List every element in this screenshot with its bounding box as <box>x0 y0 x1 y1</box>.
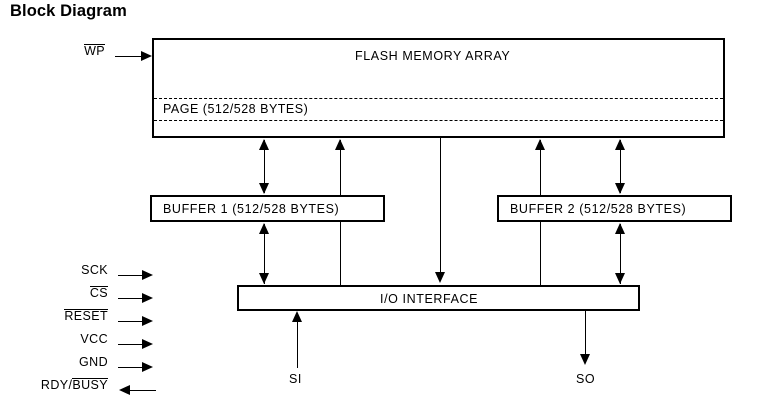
signal-label-vcc: VCC <box>10 332 108 346</box>
flash-buffer1-biarrow-down-head <box>258 183 269 194</box>
buffer2-box <box>497 195 732 222</box>
page-title: Block Diagram <box>10 2 127 20</box>
flash-buffer2-biarrow-line <box>620 140 621 193</box>
signal-label-reset: RESET <box>10 309 108 324</box>
page-region-label: PAGE (512/528 BYTES) <box>163 102 309 116</box>
signal-label-gnd: GND <box>10 355 108 369</box>
rdy-busy-wire <box>130 390 156 391</box>
signal-text-sck: SCK <box>81 263 108 277</box>
gnd-arrowhead <box>142 361 153 372</box>
signal-text-busy: BUSY <box>72 378 108 392</box>
buffer2-io-biarrow-up-head <box>614 223 625 234</box>
flash-buffer2-biarrow-down-head <box>614 183 625 194</box>
wp-wire <box>115 56 142 57</box>
si-arrowhead <box>291 311 302 322</box>
signal-text-gnd: GND <box>79 355 108 369</box>
signal-label-cs: CS <box>10 286 108 301</box>
buffer1-io-biarrow-up-head <box>258 223 269 234</box>
reset-arrowhead <box>142 315 153 326</box>
buffer2-io-biarrow-line <box>620 224 621 284</box>
signal-label-rdy-busy: RDY/BUSY <box>2 378 108 393</box>
rdy-busy-arrowhead <box>119 384 130 395</box>
buffer1-to-flash-line <box>340 140 341 195</box>
signal-text-vcc: VCC <box>80 332 108 346</box>
buffer2-label: BUFFER 2 (512/528 BYTES) <box>510 202 687 216</box>
flash-memory-array-label: FLASH MEMORY ARRAY <box>355 49 511 63</box>
vcc-arrowhead <box>142 338 153 349</box>
reset-wire <box>118 321 143 322</box>
buffer1-to-flash-arrowhead <box>334 139 345 150</box>
io-interface-label: I/O INTERFACE <box>380 292 479 306</box>
signal-label-si: SI <box>289 372 303 386</box>
signal-label-wp: WP <box>60 44 105 59</box>
signal-text-cs: CS <box>89 286 108 300</box>
buffer1-label: BUFFER 1 (512/528 BYTES) <box>163 202 340 216</box>
buffer1-box <box>150 195 385 222</box>
flash-buffer1-biarrow-line <box>264 140 265 193</box>
so-wire <box>585 311 586 355</box>
buffer1-io-biarrow-line <box>264 224 265 284</box>
signal-text-reset: RESET <box>64 309 108 323</box>
signal-text-rdy: RDY/ <box>40 378 73 392</box>
cs-wire <box>118 298 143 299</box>
sck-wire <box>118 275 143 276</box>
flash-buffer2-biarrow-up-head <box>614 139 625 150</box>
cs-arrowhead <box>142 292 153 303</box>
buffer1-io-plain-line <box>340 222 341 285</box>
signal-label-so: SO <box>576 372 596 386</box>
io-interface-box <box>237 285 640 311</box>
buffer2-to-flash-arrowhead <box>534 139 545 150</box>
buffer2-io-biarrow-down-head <box>614 273 625 284</box>
buffer2-to-flash-line <box>540 140 541 195</box>
buffer1-io-biarrow-down-head <box>258 273 269 284</box>
flash-to-io-arrowhead <box>434 272 445 283</box>
signal-label-sck: SCK <box>10 263 108 277</box>
page-region-bottom-dash <box>154 120 723 121</box>
flash-buffer1-biarrow-up-head <box>258 139 269 150</box>
buffer2-io-plain-line <box>540 222 541 285</box>
si-wire <box>297 322 298 368</box>
sck-arrowhead <box>142 269 153 280</box>
flash-to-io-line <box>440 138 441 273</box>
signal-text-wp: WP <box>84 44 105 58</box>
page-region-top-dash <box>154 98 723 99</box>
vcc-wire <box>118 344 143 345</box>
gnd-wire <box>118 367 143 368</box>
so-arrowhead <box>579 354 590 365</box>
wp-arrowhead <box>141 50 152 61</box>
flash-memory-array-box <box>152 38 725 138</box>
